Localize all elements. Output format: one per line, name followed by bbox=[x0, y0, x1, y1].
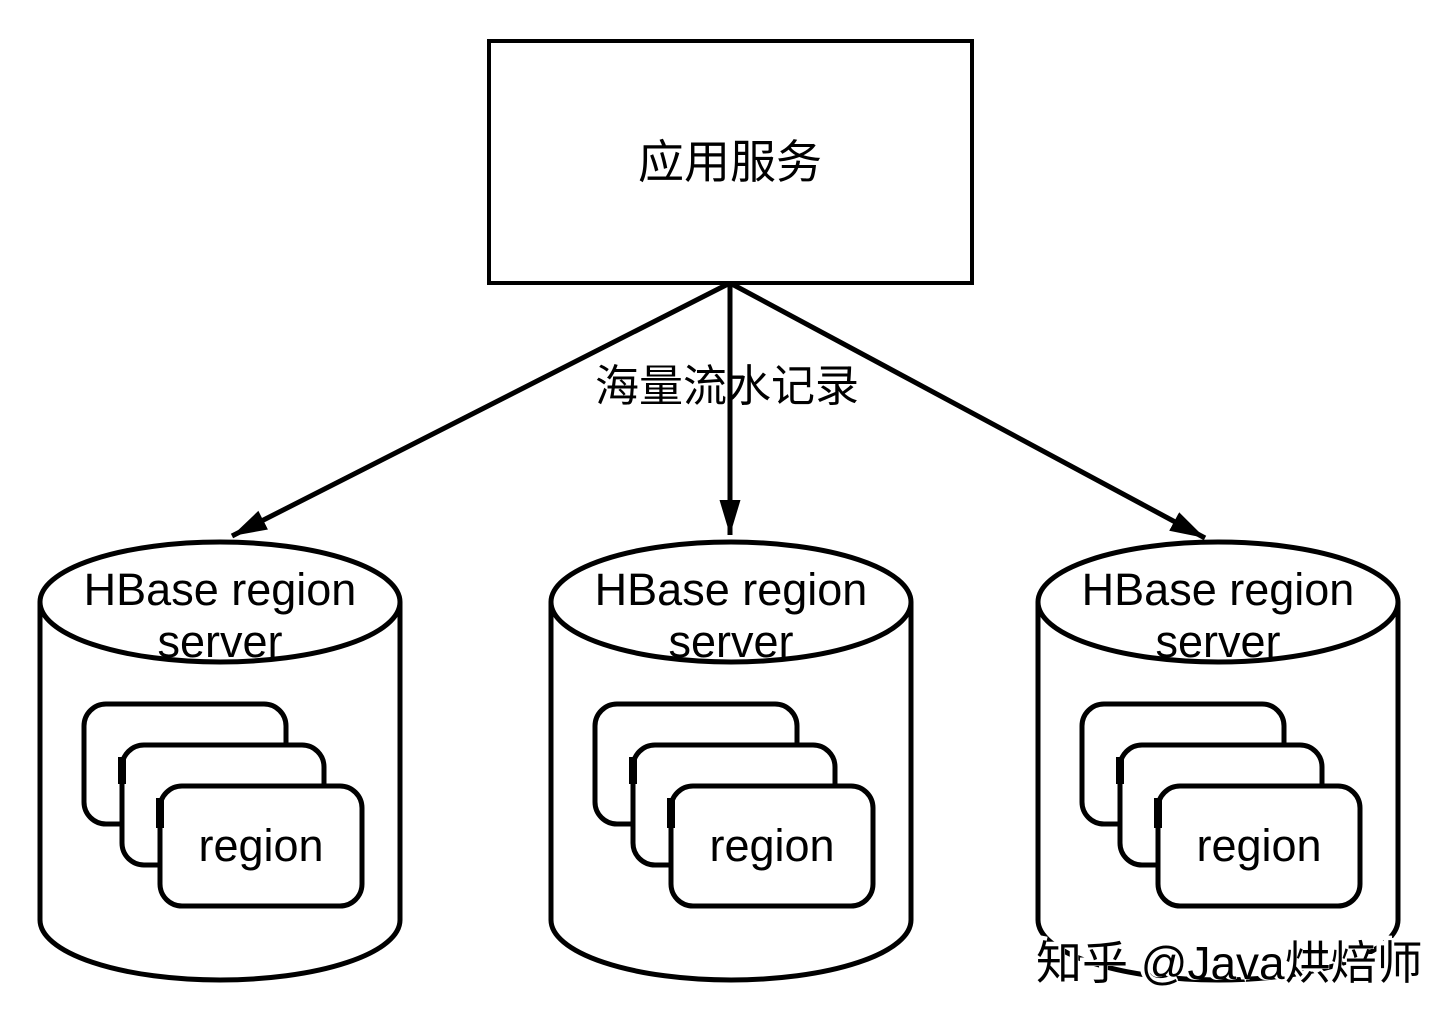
server-title-line2: server bbox=[157, 616, 282, 667]
arrow-to-server-3 bbox=[728, 280, 1207, 541]
card-edge-mark bbox=[1154, 798, 1162, 828]
server-title-line1: HBase region bbox=[84, 564, 357, 615]
hbase-region-server-2: HBase region server region bbox=[548, 539, 914, 983]
hbase-region-server-3: HBase region server region bbox=[1035, 539, 1401, 983]
card-edge-mark bbox=[118, 757, 126, 784]
cylinder-top bbox=[548, 539, 914, 665]
flow-label: 海量流水记录 bbox=[595, 362, 859, 411]
server-title-line2: server bbox=[668, 616, 793, 667]
card-edge-mark bbox=[667, 798, 675, 828]
watermark-halo: 知乎 @Java烘焙师 bbox=[1034, 935, 1421, 987]
region-label: region bbox=[1196, 820, 1321, 871]
region-card-front bbox=[668, 783, 876, 909]
hbase-region-server-1: HBase region server region bbox=[37, 539, 403, 983]
region-card-front bbox=[1155, 783, 1363, 909]
region-label: region bbox=[198, 820, 323, 871]
cylinder-top bbox=[1035, 539, 1401, 665]
server-title-line1: HBase region bbox=[1082, 564, 1355, 615]
server-title-line1: HBase region bbox=[595, 564, 868, 615]
card-edge-mark bbox=[1116, 757, 1124, 784]
cylinder-top bbox=[37, 539, 403, 665]
app-service-box bbox=[487, 39, 974, 285]
region-card-front bbox=[157, 783, 365, 909]
server-title-line2: server bbox=[1155, 616, 1280, 667]
arrow-to-server-1 bbox=[230, 280, 732, 539]
card-edge-mark bbox=[156, 798, 164, 828]
card-edge-mark bbox=[629, 757, 637, 784]
region-label: region bbox=[709, 820, 834, 871]
watermark: 知乎 @Java烘焙师 bbox=[1036, 937, 1423, 989]
app-service-label: 应用服务 bbox=[638, 136, 822, 188]
